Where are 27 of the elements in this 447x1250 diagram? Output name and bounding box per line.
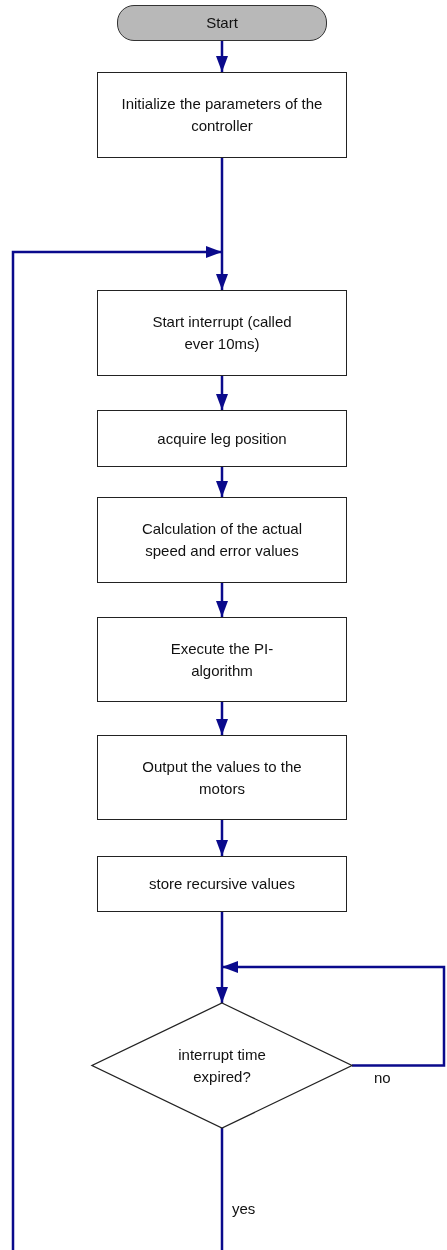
- process-box: [97, 410, 347, 467]
- process-box: [97, 735, 347, 820]
- process-box: [97, 617, 347, 702]
- node-text: Start interrupt (called ever 10ms): [152, 312, 292, 354]
- node-text: Output the values to the motors: [141, 756, 303, 799]
- process-box: [97, 290, 347, 376]
- process-box: [97, 497, 347, 583]
- arrow: [216, 376, 228, 410]
- arrow: [222, 961, 446, 1067]
- node-text: store recursive values: [148, 874, 296, 895]
- arrow: [216, 702, 228, 735]
- node-text: Initialize the parameters of the controller: [120, 94, 324, 136]
- arrow: [216, 158, 228, 290]
- process-box: [97, 856, 347, 912]
- node-text: Calculation of the actual speed and error values: [140, 519, 304, 561]
- start-terminal: [117, 5, 327, 41]
- process-box: [97, 72, 347, 158]
- arrow: [216, 41, 228, 72]
- arrow: [216, 583, 228, 617]
- arrow: [216, 467, 228, 497]
- arrow: [216, 912, 228, 1003]
- node-text: Start: [205, 13, 239, 34]
- node-text: interrupt time expired?: [177, 1044, 267, 1087]
- arrow: [11, 246, 222, 1250]
- node-text: Execute the PI-algorithm: [169, 638, 275, 681]
- node-text: acquire leg position: [156, 428, 288, 449]
- arrow: [216, 820, 228, 856]
